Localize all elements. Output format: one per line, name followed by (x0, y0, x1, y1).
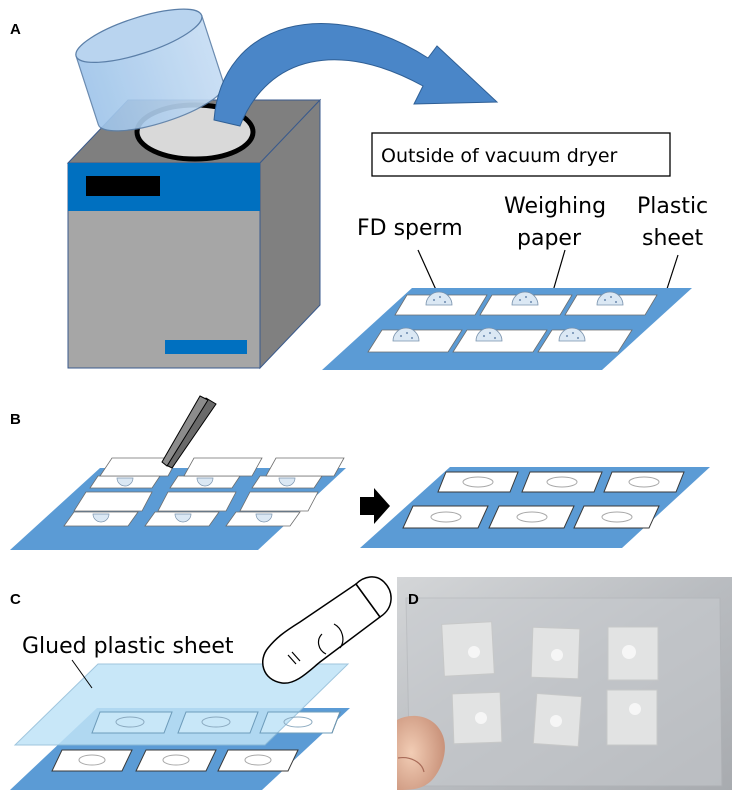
panel-label-a: A (10, 21, 21, 38)
panel-label-d: D (408, 591, 419, 608)
tweezers-icon (161, 395, 217, 469)
weighing-label-line1: Weighing (504, 194, 606, 219)
outside-dryer-label: Outside of vacuum dryer (381, 145, 618, 167)
right-arrow-icon (360, 488, 390, 524)
fd-sperm-label: FD sperm (357, 216, 463, 241)
glued-sheet-label: Glued plastic sheet (22, 634, 234, 659)
glued-circles (115, 716, 313, 728)
vacuum-dryer (66, 98, 322, 370)
sandwiched-papers-b-right (402, 471, 685, 529)
outside-dryer-box (371, 132, 671, 177)
photo-sperm-spots (468, 645, 641, 727)
stacked-papers-b-left (63, 457, 345, 527)
plastic-label-line1: Plastic (637, 194, 708, 219)
sperm-dots-a (400, 296, 617, 339)
fd-sperm-pointer (417, 249, 438, 293)
glued-paper-outlines (91, 711, 341, 734)
curved-arrow-icon (213, 23, 499, 127)
photo-hand (397, 715, 445, 790)
plastic-label-line2: sheet (642, 226, 703, 251)
panel-label-b: B (10, 411, 21, 428)
panel-label-c: C (10, 591, 21, 608)
papers-c (51, 749, 299, 772)
dryer-button-panel (165, 340, 247, 354)
photo-d (397, 577, 732, 790)
finger-icon (262, 576, 392, 684)
glued-sheet-pointer (71, 659, 93, 689)
dryer-display (86, 176, 160, 196)
weighing-label-line2: paper (517, 226, 582, 251)
